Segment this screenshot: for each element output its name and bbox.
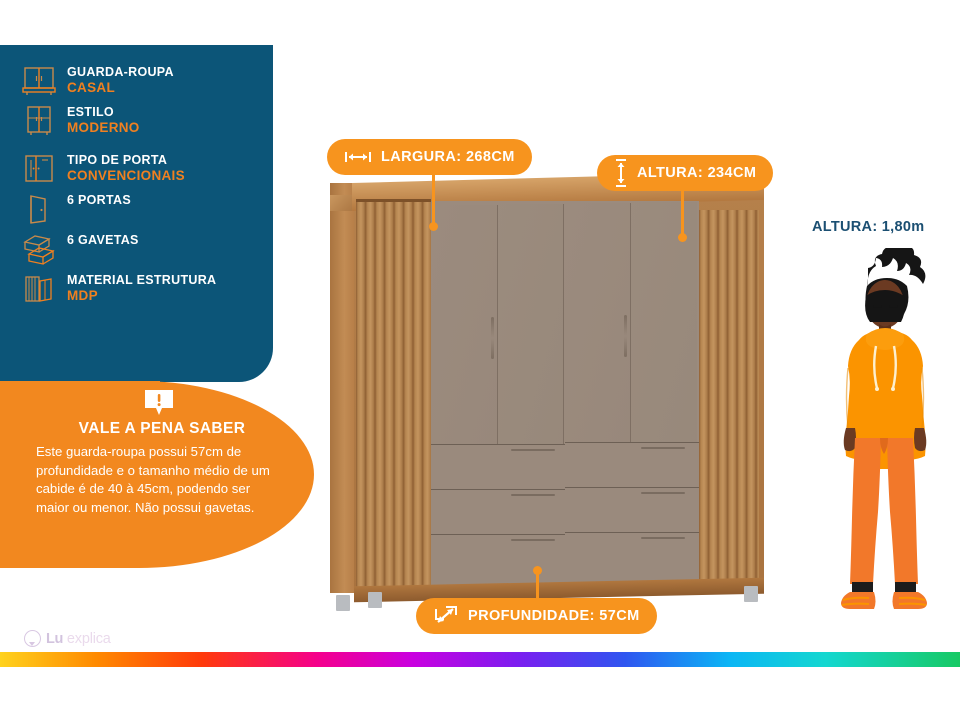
spec-list: GUARDA-ROUPA CASAL: [20, 62, 267, 310]
depth-leader-dot: [533, 566, 542, 575]
width-leader-dot: [429, 222, 438, 231]
tip-title: VALE A PENA SABER: [78, 420, 246, 437]
tip-body: Este guarda-roupa possui 57cm de profund…: [36, 444, 270, 515]
wardrobe-double-icon: [20, 62, 58, 100]
wardrobe-foot-left: [336, 595, 350, 611]
wardrobe-illustration: [330, 171, 786, 620]
spec-text: MATERIAL ESTRUTURA MDP: [67, 270, 216, 304]
door-type-icon: [20, 150, 58, 188]
spec-row-guarda-roupa: GUARDA-ROUPA CASAL: [20, 62, 267, 100]
lu-explica-logo: Lu explica: [24, 630, 111, 647]
wardrobe-drawer-4: [565, 487, 699, 532]
callout-depth: PROFUNDIDADE: 57CM: [416, 598, 657, 634]
callout-width: LARGURA: 268CM: [327, 139, 532, 175]
spec-row-tipo-de-porta: TIPO DE PORTA CONVENCIONAIS: [20, 150, 267, 188]
spec-panel: GUARDA-ROUPA CASAL: [0, 45, 273, 382]
height-leader-dot: [678, 233, 687, 242]
wardrobe-door-2: [497, 204, 564, 444]
wardrobe-foot-left2: [368, 592, 382, 608]
person-hoodie: [845, 328, 926, 469]
drawers-icon: [20, 230, 58, 268]
callout-depth-text: PROFUNDIDADE: 57CM: [468, 608, 640, 624]
person-shoe-left: [841, 592, 876, 609]
wardrobe-slat-right: [699, 210, 759, 592]
wardrobe-left-panel: [330, 183, 356, 593]
drawer-handle: [641, 447, 685, 449]
tip-content: VALE A PENA SABER Este guarda-roupa poss…: [14, 388, 304, 517]
person-height-label: ALTURA: 1,80m: [812, 219, 925, 235]
wardrobe-drawer-1: [431, 444, 565, 489]
logo-word-lu: Lu: [46, 630, 63, 647]
open-door-icon: [20, 190, 58, 228]
person-hand-left: [843, 428, 856, 452]
material-icon: [20, 270, 58, 308]
spec-row-portas: 6 PORTAS: [20, 190, 267, 228]
person-figure: [824, 243, 944, 638]
spec-text: 6 PORTAS: [67, 190, 131, 208]
person-pants: [850, 438, 918, 584]
width-arrow-icon: [344, 150, 372, 164]
depth-arrow-icon: [433, 604, 459, 628]
drawer-handle: [641, 537, 685, 539]
spec-label: TIPO DE PORTA: [67, 153, 168, 167]
spec-row-material: MATERIAL ESTRUTURA MDP: [20, 270, 267, 308]
wardrobe-left-bevel: [330, 195, 356, 211]
speech-bubble-icon: [24, 630, 41, 647]
person-hand-right: [914, 428, 927, 452]
spec-label: 6 PORTAS: [67, 193, 131, 207]
wardrobe-drawer-2: [565, 442, 699, 487]
wardrobe-drawer-5: [431, 534, 565, 590]
wardrobe-drawer-3: [431, 489, 565, 534]
spec-value: CONVENCIONAIS: [67, 168, 185, 183]
wardrobe-door-3: [564, 203, 631, 444]
tip-blob: [0, 381, 314, 568]
wardrobe-front: [431, 201, 699, 590]
wardrobe-foot-right: [744, 586, 758, 602]
alert-bubble-icon: [142, 388, 176, 418]
wardrobe-slat-left: [356, 199, 431, 599]
spec-value: MODERNO: [67, 120, 140, 135]
person-sock-right: [895, 582, 916, 592]
spec-text: ESTILO MODERNO: [67, 102, 140, 136]
drawer-handle: [511, 449, 555, 451]
person-fringe: [865, 290, 905, 322]
spec-label: GUARDA-ROUPA: [67, 65, 174, 79]
callout-height-text: ALTURA: 234CM: [637, 165, 757, 181]
drawer-handle: [511, 539, 555, 541]
wardrobe-door-4: [630, 202, 697, 444]
door-handle: [490, 317, 494, 359]
drawer-handle: [511, 494, 555, 496]
person-eye-right: [889, 305, 898, 308]
spec-label: MATERIAL ESTRUTURA: [67, 273, 217, 287]
callout-height: ALTURA: 234CM: [597, 155, 774, 191]
callout-width-text: LARGURA: 268CM: [381, 149, 515, 165]
person-sock-left: [852, 582, 873, 592]
spec-value: MDP: [67, 288, 98, 303]
drawer-handle: [641, 492, 685, 494]
height-arrow-icon: [614, 158, 628, 188]
person-eye-left: [873, 305, 882, 308]
spec-text: GUARDA-ROUPA CASAL: [67, 62, 174, 96]
person-shoe-right: [892, 592, 927, 609]
rainbow-bar: [0, 652, 960, 667]
door-handle: [623, 315, 627, 357]
depth-leader-line: [536, 569, 539, 603]
wardrobe-door-1: [431, 205, 498, 444]
spec-label: ESTILO: [67, 105, 114, 119]
spec-text: TIPO DE PORTA CONVENCIONAIS: [67, 150, 185, 184]
wardrobe-style-icon: [20, 102, 58, 140]
spec-row-estilo: ESTILO MODERNO: [20, 102, 267, 140]
spec-row-gavetas: 6 GAVETAS: [20, 230, 267, 268]
width-leader-line: [432, 175, 435, 225]
logo-word-explica: explica: [66, 630, 111, 647]
spec-text: 6 GAVETAS: [67, 230, 139, 248]
height-leader-line: [681, 188, 684, 238]
spec-value: CASAL: [67, 80, 115, 95]
spec-label: 6 GAVETAS: [67, 233, 139, 247]
